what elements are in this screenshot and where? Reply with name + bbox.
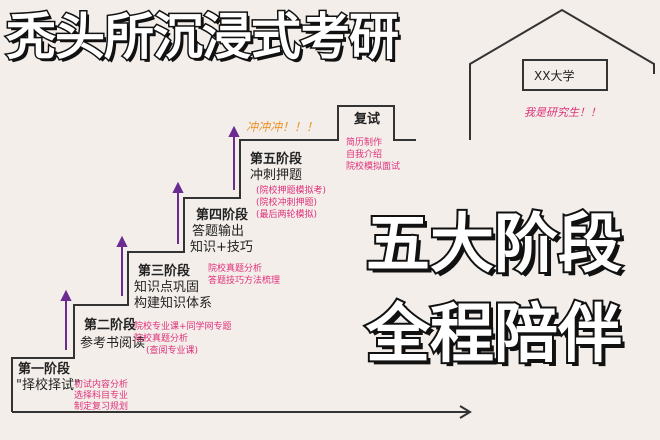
stage-5-task: (最后两轮模拟) — [256, 210, 318, 220]
headline-line-2: 全程陪伴 — [364, 296, 624, 374]
stage-2-name: 第二阶段 — [84, 318, 137, 333]
retest-task: 院校模拟面试 — [346, 162, 401, 172]
house-roof — [469, 8, 655, 108]
retest-task: 简历制作 — [346, 138, 383, 148]
stage-4-task: 答题技巧方法梳理 — [208, 276, 281, 286]
up-arrowhead-3 — [172, 181, 184, 193]
stage-3-subtitle: 知识点巩固 — [134, 280, 200, 295]
stage-1-subtitle: "择校择试" — [16, 378, 80, 393]
stage-5-task: (院校冲刺押题) — [256, 198, 318, 208]
stage-2-subtitle: 参考书阅读 — [80, 336, 146, 351]
stage-3-task: 院校真题分析 — [134, 334, 189, 344]
page-title: 秃头所沉浸式考研 — [5, 7, 401, 68]
school-label: XX大学 — [534, 69, 575, 83]
stage-3-subtitle-2: 构建知识体系 — [134, 296, 213, 311]
stage-5-name: 第五阶段 — [250, 152, 303, 167]
retest-name: 复试 — [354, 112, 381, 127]
house-sign — [522, 59, 608, 91]
stage-5-subtitle: 冲刺押题 — [250, 168, 303, 183]
up-arrowhead-1 — [60, 289, 72, 301]
headline-line-1: 五大阶段 — [364, 206, 624, 284]
up-arrowhead-2 — [116, 235, 128, 247]
retest-task: 自我介绍 — [346, 150, 383, 160]
stage-1-task: 选择科目专业 — [74, 391, 129, 401]
baseline-arrowhead — [459, 405, 472, 419]
stage-3-name: 第三阶段 — [138, 264, 191, 279]
stage-1-task: 制定复习规划 — [74, 402, 129, 412]
stage-3-task: (查阅专业课) — [146, 346, 199, 356]
stage-1-task: 初试内容分析 — [74, 380, 129, 390]
stage-1-name: 第一阶段 — [18, 362, 71, 377]
stage-4-subtitle: 答题输出 — [192, 224, 245, 239]
stage-5-task: (院校押题模拟考) — [256, 186, 327, 196]
staircase-outline — [11, 105, 416, 412]
house-note: 我是研究生！！ — [524, 106, 601, 119]
stage-4-subtitle-2: 知识+技巧 — [190, 240, 253, 255]
stage-4-task: 院校真题分析 — [208, 264, 263, 274]
cheer-text: 冲冲冲！！！ — [246, 120, 319, 134]
stage-3-task: 院校专业课+同学网专题 — [134, 322, 232, 332]
up-arrowhead-4 — [228, 125, 240, 137]
stage-4-name: 第四阶段 — [196, 208, 249, 223]
